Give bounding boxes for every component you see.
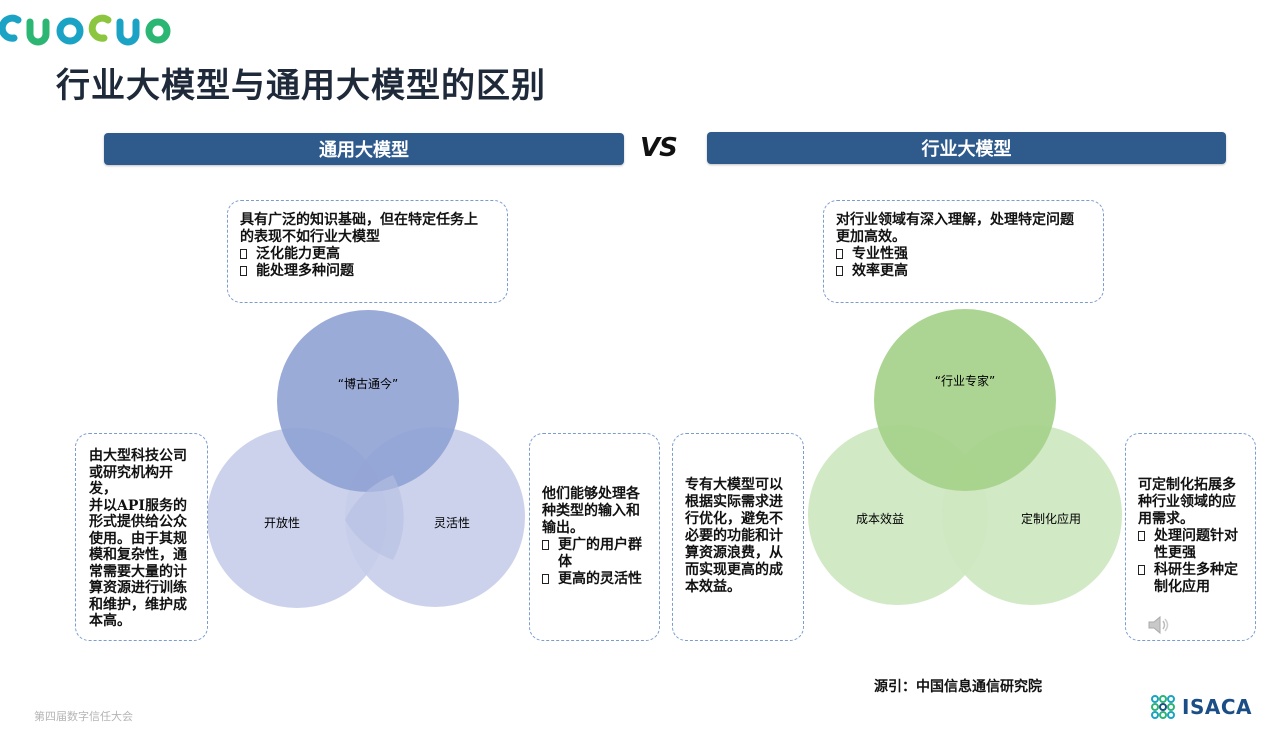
industry-top-intro-1: 对行业领域有深入理解，处理特定问题: [836, 212, 1074, 228]
general-circle-left-label: 开放性: [264, 515, 300, 530]
general-circle-top: [277, 310, 459, 492]
cuocuo-logo-icon: [0, 10, 172, 54]
list-item: 能处理多种问题: [240, 263, 495, 280]
general-right-line: 他们能够处理各: [542, 486, 640, 502]
list-item: 处理问题针对性更强: [1138, 528, 1245, 562]
bullet-box-icon: [1138, 565, 1145, 575]
list-item: 科研生多种定制化应用: [1138, 562, 1245, 596]
general-right-line: 输出。: [542, 520, 584, 536]
general-left-line: 由大型科技公司: [89, 448, 187, 464]
general-circle-right-label: 灵活性: [434, 516, 470, 530]
general-circle-top-label: “博古通今”: [338, 376, 398, 391]
industry-top-box: 对行业领域有深入理解，处理特定问题 更加高效。 专业性强 效率更高: [823, 200, 1104, 303]
general-right-box: 他们能够处理各 种类型的输入和 输出。 更广的用户群体 更高的灵活性: [529, 433, 660, 641]
general-left-line: 或研究机构开发，: [89, 464, 173, 498]
vs-label: VS: [640, 133, 678, 163]
general-left-line: 本高。: [89, 613, 131, 629]
industry-right-box: 可定制化拓展多 种行业领域的应 用需求。 处理问题针对性更强 科研生多种定制化应…: [1125, 433, 1256, 641]
list-item: 效率更高: [836, 263, 1091, 280]
industry-top-intro-2: 更加高效。: [836, 229, 906, 245]
industry-circle-top: [874, 309, 1056, 491]
industry-left-line: 必要的功能和计: [685, 528, 783, 544]
industry-circle-right-label: 定制化应用: [1021, 511, 1081, 526]
list-item: 专业性强: [836, 246, 1091, 263]
general-model-header: 通用大模型: [104, 133, 624, 165]
general-left-line: 模和复杂性，通: [89, 547, 187, 563]
industry-right-line: 可定制化拓展多: [1138, 477, 1236, 493]
general-left-line: 使用。由于其规: [89, 530, 187, 547]
general-left-line: 并以API服务的: [89, 497, 187, 514]
industry-left-line: 算资源浪费，从: [685, 545, 783, 561]
general-left-line: 形式提供给公众: [89, 514, 187, 530]
industry-circle-top-label: “行业专家”: [935, 373, 995, 388]
bullet-box-icon: [836, 249, 843, 259]
industry-left-line: 专有大模型可以: [685, 477, 783, 493]
isaca-logo-text: ISACA: [1182, 695, 1252, 719]
slide-title: 行业大模型与通用大模型的区别: [56, 66, 546, 106]
bullet-box-icon: [836, 266, 843, 276]
general-left-line: 和维护，维护成: [89, 596, 187, 613]
industry-right-line: 种行业领域的应: [1138, 494, 1236, 510]
general-top-intro-2: 的表现不如行业大模型: [240, 229, 380, 245]
list-item: 泛化能力更高: [240, 246, 495, 263]
isaca-logo-icon: ISACA: [1150, 694, 1252, 720]
industry-left-box: 专有大模型可以 根据实际需求进 行优化，避免不 必要的功能和计 算资源浪费，从 …: [672, 433, 804, 641]
bullet-box-icon: [542, 574, 549, 584]
bullet-box-icon: [240, 249, 247, 259]
industry-left-line: 行优化，避免不: [685, 511, 783, 527]
speaker-icon[interactable]: [1147, 614, 1171, 640]
general-right-line: 种类型的输入和: [542, 503, 640, 519]
general-left-box: 由大型科技公司 或研究机构开发， 并以API服务的 形式提供给公众 使用。由于其…: [75, 433, 208, 641]
general-venn: [207, 310, 525, 608]
industry-venn: [808, 309, 1122, 605]
industry-left-line: 根据实际需求进: [685, 494, 783, 510]
list-item: 更高的灵活性: [542, 571, 648, 588]
general-left-line: 常需要大量的计: [89, 563, 187, 580]
general-top-intro-1: 具有广泛的知识基础，但在特定任务上: [240, 212, 478, 228]
industry-model-header: 行业大模型: [707, 132, 1226, 164]
list-item: 更广的用户群体: [542, 537, 648, 571]
source-citation: 源引：中国信息通信研究院: [874, 679, 1042, 695]
footer-text: 第四届数字信任大会: [34, 710, 133, 723]
industry-left-line: 而实现更高的成: [685, 562, 783, 578]
industry-circle-left-label: 成本效益: [856, 511, 904, 526]
bullet-box-icon: [542, 540, 549, 550]
general-top-box: 具有广泛的知识基础，但在特定任务上 的表现不如行业大模型 泛化能力更高 能处理多…: [227, 200, 508, 303]
general-overlap: [345, 475, 404, 560]
industry-right-line: 用需求。: [1138, 511, 1194, 527]
industry-left-line: 本效益。: [685, 579, 741, 595]
bullet-box-icon: [240, 266, 247, 276]
bullet-box-icon: [1138, 531, 1145, 541]
general-left-line: 算资源进行训练: [89, 580, 187, 596]
